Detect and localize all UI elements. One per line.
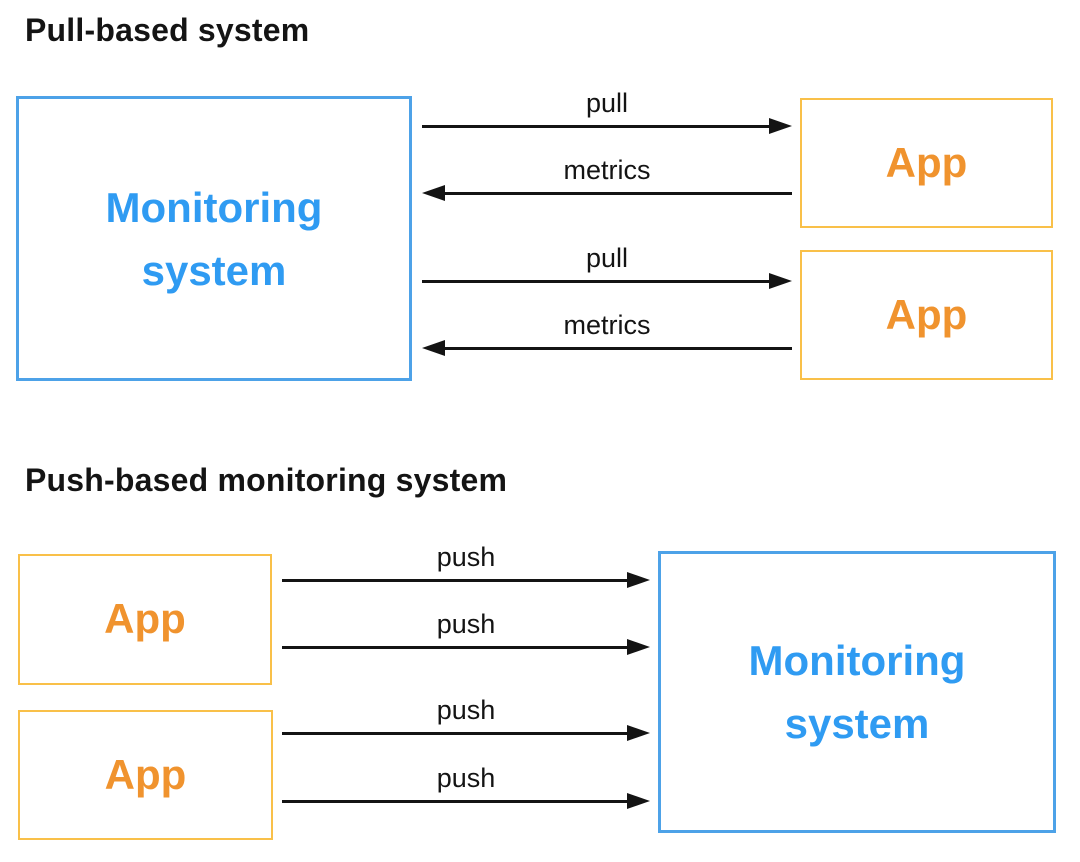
- arrowhead-icon: [627, 639, 650, 655]
- app-label-2-pull: App: [885, 290, 968, 338]
- monitoring-system-label-pull: Monitoring system: [105, 183, 323, 294]
- arrow-line: [282, 646, 634, 649]
- app-box-1-push: App: [18, 554, 272, 685]
- arrow-line: [438, 192, 792, 195]
- app-box-1-pull: App: [800, 98, 1053, 228]
- arrow-line: [282, 800, 634, 803]
- monitoring-system-label-push: Monitoring system: [748, 637, 966, 747]
- arrow-label-push-2: push: [436, 609, 496, 639]
- connector-pull-2: pull: [422, 243, 792, 290]
- app-label-1-push: App: [104, 595, 186, 643]
- pull-system-title: Pull-based system: [25, 12, 310, 48]
- app-label-2-push: App: [104, 750, 187, 798]
- arrow-label-pull-1: pull: [585, 88, 629, 118]
- arrow-right-icon: [282, 725, 650, 742]
- arrowhead-icon: [769, 273, 792, 289]
- arrowhead-icon: [627, 793, 650, 809]
- arrow-line: [282, 732, 634, 735]
- arrowhead-icon: [627, 725, 650, 741]
- arrow-line: [438, 347, 792, 350]
- arrow-right-icon: [282, 639, 650, 656]
- arrow-right-icon: [282, 572, 650, 589]
- connector-pull-1: pull: [422, 88, 792, 135]
- connector-push-3: push: [282, 695, 650, 742]
- arrow-line: [422, 280, 776, 283]
- connector-metrics-2: metrics: [422, 310, 792, 357]
- connector-push-2: push: [282, 609, 650, 656]
- arrow-right-icon: [422, 118, 792, 135]
- arrowhead-icon: [422, 185, 445, 201]
- arrowhead-icon: [627, 572, 650, 588]
- arrow-line: [422, 125, 776, 128]
- app-label-1-pull: App: [885, 138, 968, 186]
- arrow-label-metrics-1: metrics: [563, 155, 651, 185]
- arrow-label-pull-2: pull: [585, 243, 629, 273]
- arrow-label-push-4: push: [436, 763, 496, 793]
- arrow-label-metrics-2: metrics: [563, 310, 651, 340]
- arrow-label-push-3: push: [436, 695, 496, 725]
- arrowhead-icon: [769, 118, 792, 134]
- arrow-right-icon: [282, 793, 650, 810]
- connector-push-1: push: [282, 542, 650, 589]
- push-system-title: Push-based monitoring system: [25, 462, 508, 498]
- app-box-2-pull: App: [800, 250, 1053, 380]
- app-box-2-push: App: [18, 710, 273, 840]
- monitoring-system-box-push: Monitoring system: [658, 551, 1056, 833]
- arrow-left-icon: [422, 185, 792, 202]
- arrowhead-icon: [422, 340, 445, 356]
- connector-metrics-1: metrics: [422, 155, 792, 202]
- arrow-left-icon: [422, 340, 792, 357]
- arrow-label-push-1: push: [436, 542, 496, 572]
- arrow-line: [282, 579, 634, 582]
- arrow-right-icon: [422, 273, 792, 290]
- connector-push-4: push: [282, 763, 650, 810]
- monitoring-system-box-pull: Monitoring system: [16, 96, 412, 381]
